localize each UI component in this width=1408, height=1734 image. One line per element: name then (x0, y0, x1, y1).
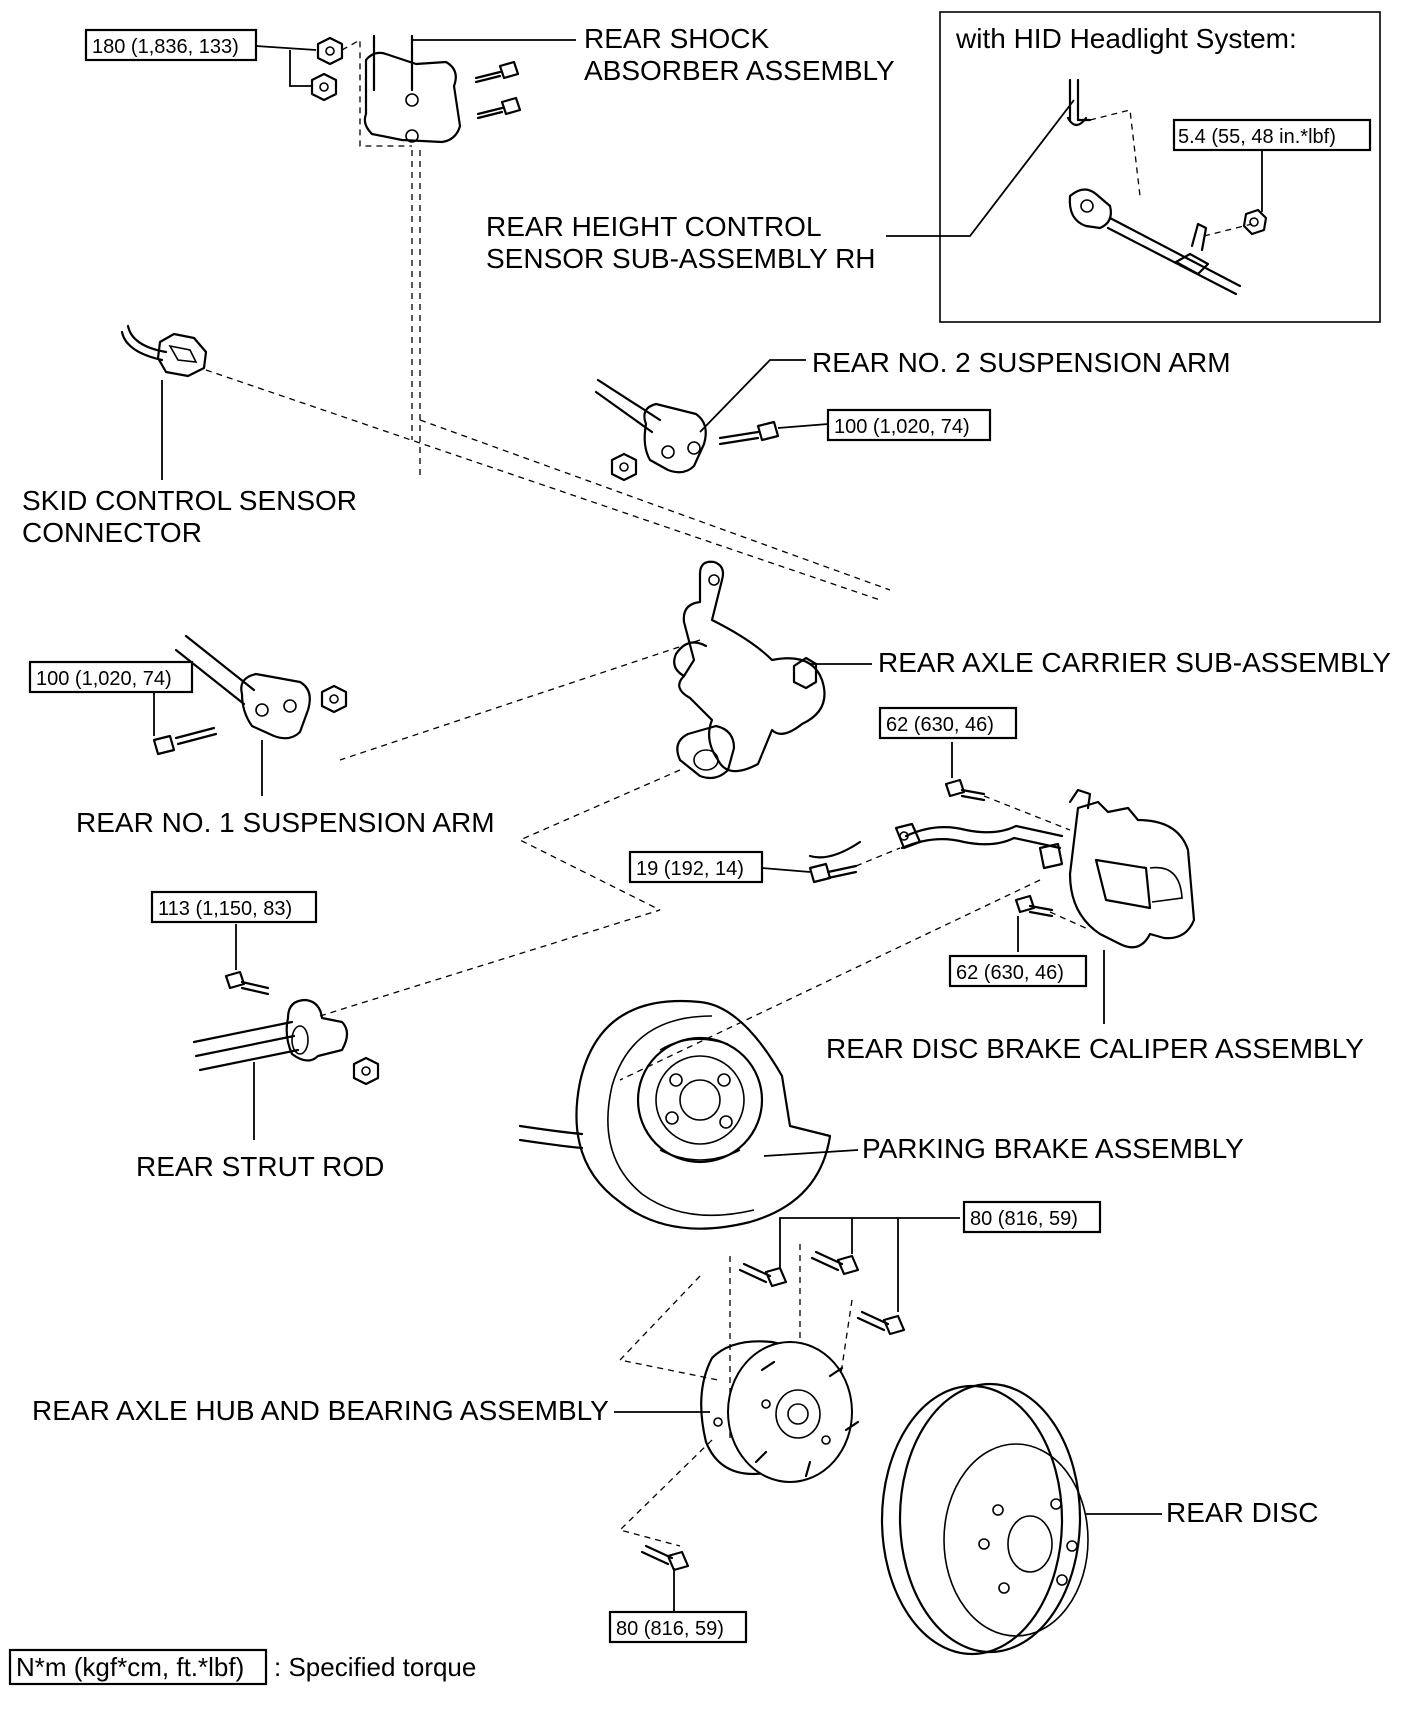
label-rear-axle-hub-bearing: REAR AXLE HUB AND BEARING ASSEMBLY (32, 1395, 609, 1426)
label-height-sensor-2: SENSOR SUB-ASSEMBLY RH (486, 243, 876, 274)
label-parking-brake: PARKING BRAKE ASSEMBLY (862, 1133, 1244, 1164)
rear-no1-suspension-arm (152, 634, 348, 796)
hub-bolt-lower (640, 1544, 690, 1612)
label-rear-disc-brake-caliper: REAR DISC BRAKE CALIPER ASSEMBLY (826, 1033, 1364, 1064)
rear-strut-rod (192, 909, 661, 1140)
rear-disc (880, 1382, 1089, 1656)
hub-bolts-upper (729, 1217, 960, 1440)
torque-shock-upper: 180 (1,836, 133) (92, 36, 239, 58)
torque-legend: N*m (kgf*cm, ft.*lbf) : Specified torque (8, 1648, 476, 1686)
label-rear-axle-carrier: REAR AXLE CARRIER SUB-ASSEMBLY (878, 647, 1391, 678)
legend-description: : Specified torque (274, 1652, 476, 1682)
torque-hose-bracket-bolt: 19 (192, 14) (636, 858, 744, 880)
label-height-sensor-1: REAR HEIGHT CONTROL (486, 211, 822, 242)
torque-no1-arm-bolt: 100 (1,020, 74) (36, 668, 172, 690)
label-rear-strut-rod: REAR STRUT ROD (136, 1151, 384, 1182)
label-rear-shock-absorber-1: REAR SHOCK (584, 23, 769, 54)
label-rear-shock-absorber-2: ABSORBER ASSEMBLY (584, 55, 895, 86)
legend-unit-box: N*m (kgf*cm, ft.*lbf) (16, 1652, 244, 1682)
torque-hub-bolt-lower: 80 (816, 59) (616, 1618, 724, 1640)
torque-hub-bolts-upper: 80 (816, 59) (970, 1208, 1078, 1230)
torque-no2-arm-bolt: 100 (1,020, 74) (834, 416, 970, 438)
rear-disc-brake-caliper (619, 742, 1196, 1081)
label-skid-connector-2: CONNECTOR (22, 517, 202, 548)
skid-control-sensor-connector (120, 324, 881, 601)
torque-strut-rod-bolt: 113 (1,150, 83) (158, 898, 292, 920)
hid-inset: with HID Headlight System: (939, 11, 1381, 323)
rear-axle-hub-bearing (618, 1275, 860, 1547)
label-rear-no2-arm: REAR NO. 2 SUSPENSION ARM (812, 347, 1231, 378)
parking-brake-assembly (518, 999, 832, 1230)
rear-no2-suspension-arm (419, 378, 891, 591)
torque-height-sensor-nut: 5.4 (55, 48 in.*lbf) (1178, 126, 1336, 148)
label-skid-connector-1: SKID CONTROL SENSOR (22, 485, 357, 516)
torque-caliper-lower-bolt: 62 (630, 46) (956, 962, 1064, 984)
rear-axle-carrier (339, 560, 826, 911)
hid-inset-title: with HID Headlight System: (955, 23, 1297, 54)
label-rear-no1-arm: REAR NO. 1 SUSPENSION ARM (76, 807, 495, 838)
rear-shock-absorber (310, 34, 522, 480)
torque-caliper-upper-bolt: 62 (630, 46) (886, 714, 994, 736)
label-rear-disc: REAR DISC (1166, 1497, 1318, 1528)
